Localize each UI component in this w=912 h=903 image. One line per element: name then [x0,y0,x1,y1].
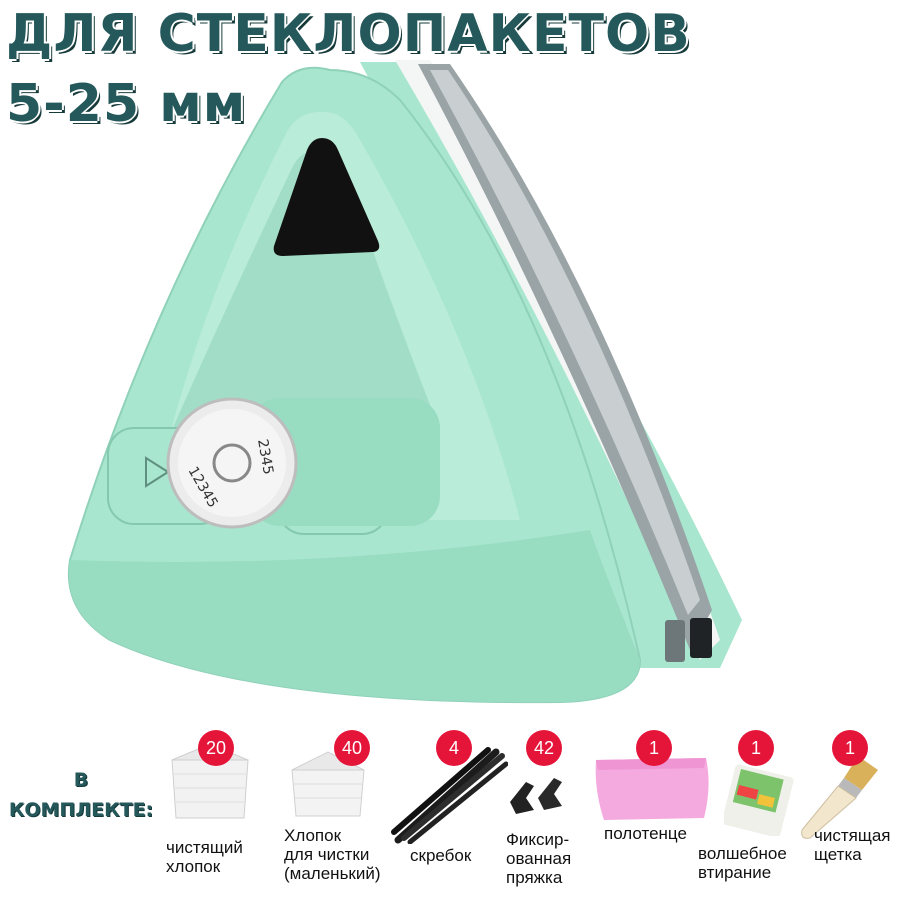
kit-item-caption: скребок [410,846,472,865]
kit-label-line-1: В [73,769,89,791]
kit-item-caption: полотенце [604,824,687,843]
brush-icon [801,756,878,839]
scraper-icon [391,747,509,845]
small-cotton-icon [291,751,365,817]
kit-item-caption: Хлопок для чистки (маленький) [284,826,381,883]
kit-count-badge: 40 [334,730,370,766]
kit-label: В КОМПЛЕКТЕ: [6,765,156,825]
kit-item-scraper [388,744,509,848]
headline-line-2: 5-25 мм [6,74,247,134]
kit-item-magic-sponge [721,760,804,840]
kit-item-small-cotton [288,742,368,830]
dial-numbers-top: 2345 [254,438,276,476]
kit-item-caption: волшебное втирание [698,844,787,882]
kit-item-buckle [504,774,574,828]
kit-count-badge: 4 [436,730,472,766]
kit-item-caption: чистящий хлопок [166,838,243,876]
kit-count-badge: 42 [526,730,562,766]
kit-count-badge: 20 [198,730,234,766]
kit-item-brush [796,752,882,846]
kit-count-badge: 1 [738,730,774,766]
kit-label-line-2: КОМПЛЕКТЕ: [8,799,154,821]
kit-item-caption: Фиксир- ованная пряжка [506,830,572,887]
magic-sponge-icon [721,764,794,838]
window-cleaner-device-illustration: 2345 12345 [67,60,742,704]
kit-item-caption: чистящая щетка [814,826,891,864]
headline-line-1: ДЛЯ СТЕКЛОПАКЕТОВ [6,4,691,64]
buckle-icon [510,778,562,814]
kit-count-badge: 1 [636,730,672,766]
kit-item-towel [594,756,714,826]
kit-count-badge: 1 [832,730,868,766]
